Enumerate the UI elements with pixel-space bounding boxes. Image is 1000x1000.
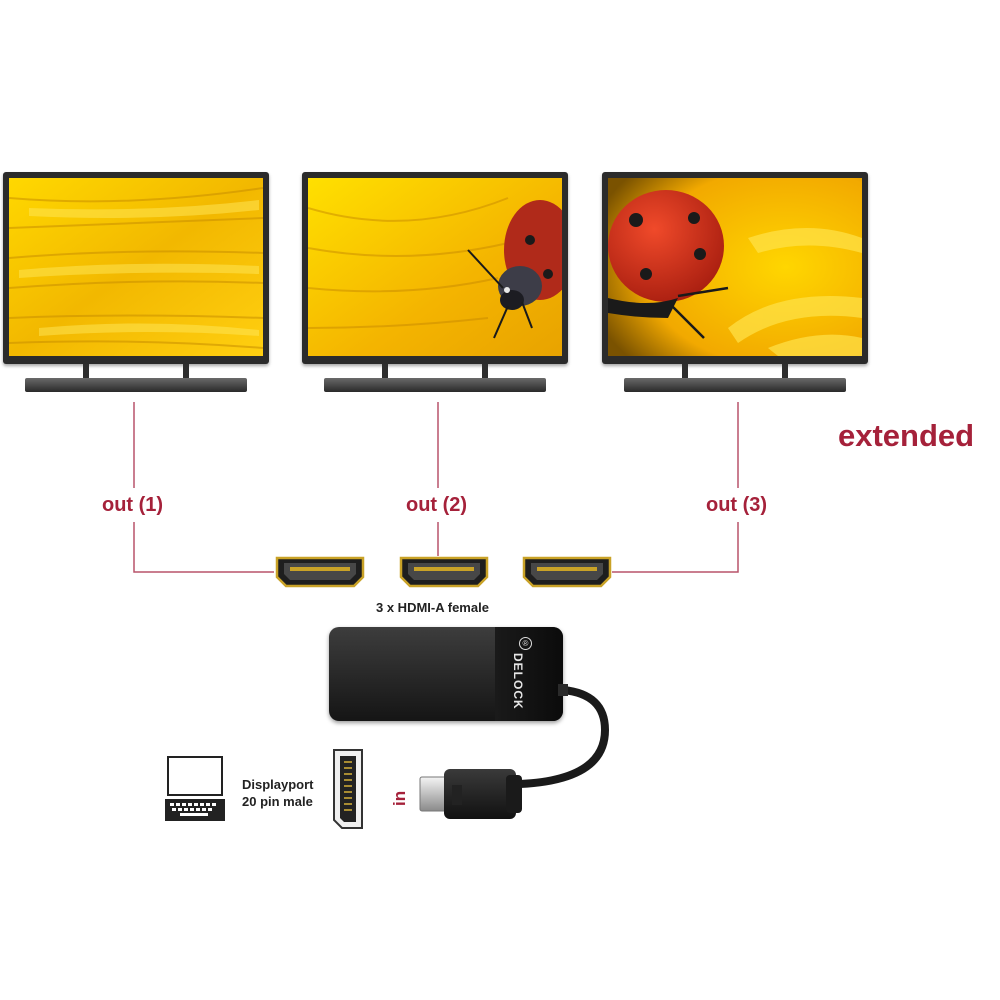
monitor-1-stand	[25, 378, 247, 392]
out-1-label: out (1)	[102, 494, 164, 516]
ladybug-image	[308, 178, 562, 356]
flower-petals-image	[9, 178, 263, 356]
displayport-plug	[419, 769, 522, 819]
hdmi-ports-label: 3 x HDMI-A female	[376, 600, 489, 615]
input-tag-label: in	[390, 790, 409, 806]
monitor-3-neck-right	[782, 364, 788, 382]
displayport-connector-icon	[333, 749, 363, 829]
out-3-label: out (3)	[706, 494, 768, 516]
laptop-icon	[165, 756, 225, 821]
monitor-3-screen	[608, 178, 862, 356]
hdmi-port-icon	[399, 556, 489, 588]
monitor-3-neck-left	[682, 364, 688, 382]
adapter-cable	[516, 684, 610, 788]
adapter-brand-panel: ® DELOCK	[495, 627, 563, 721]
registered-mark: ®	[519, 637, 532, 650]
monitor-2-neck-right	[482, 364, 488, 382]
monitor-1-neck-left	[83, 364, 89, 382]
monitor-2-bezel	[302, 172, 568, 364]
hdmi-port-icon	[522, 556, 612, 588]
monitor-2-neck-left	[382, 364, 388, 382]
displayport-label-line-1: Displayport	[242, 777, 314, 792]
displayport-label-line-2: 20 pin male	[242, 794, 313, 809]
monitor-1-screen	[9, 178, 263, 356]
monitor-2-screen	[308, 178, 562, 356]
adapter-body: ® DELOCK	[329, 627, 563, 721]
out-2-label: out (2)	[406, 494, 468, 516]
monitor-2-stand	[324, 378, 546, 392]
monitor-3-stand	[624, 378, 846, 392]
cable-line-1-bottom	[133, 522, 274, 573]
monitor-1-bezel	[3, 172, 269, 364]
mode-label: extended	[838, 418, 975, 453]
ladybug-closeup-image	[608, 178, 862, 356]
cable-line-3-bottom	[612, 522, 739, 573]
monitor-3-bezel	[602, 172, 868, 364]
monitor-1-neck-right	[183, 364, 189, 382]
hdmi-port-icon	[275, 556, 365, 588]
